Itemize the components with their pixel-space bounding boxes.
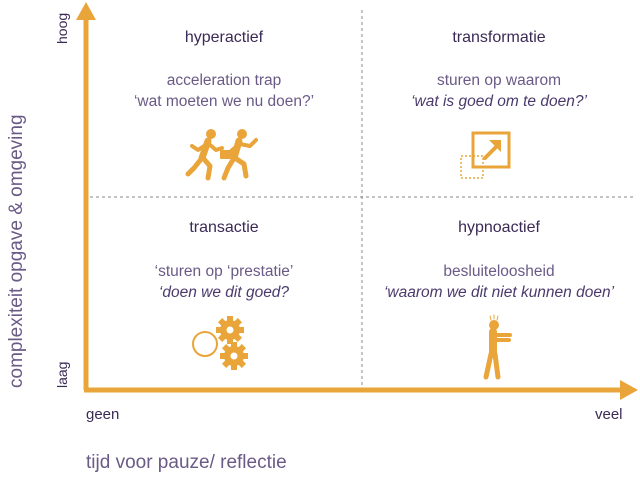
x-axis-high-label: veel [595,406,623,423]
quadrant-text-hyperactief-2: ‘wat moeten we nu doen?’ [133,93,315,110]
y-axis-arrowhead [76,2,96,20]
quadrant-text-hypnoactief-1: besluiteloosheid [443,263,555,280]
y-axis-low-label: laag [54,361,70,388]
zombie-icon [483,314,512,380]
x-axis-low-label: geen [86,406,120,423]
running-people-icon [185,129,258,181]
transform-arrow-icon [460,131,511,179]
quadrant-title-transactie: transactie [189,219,259,236]
quadrant-title-hypnoactief: hypnoactief [458,219,540,236]
y-axis-high-label: hoog [54,12,70,44]
quadrant-text-transactie-2: ‘doen we dit goed? [158,284,290,301]
x-axis-arrowhead [620,380,638,400]
quadrant-text-hypnoactief-2: ‘waarom we dit niet kunnen doen’ [383,284,615,301]
quadrant-title-transformatie: transformatie [452,29,546,46]
quadrant-title-hyperactief: hyperactief [184,29,264,46]
gears-icon [192,316,248,370]
x-axis-label: tijd voor pauze/ reflectie [86,452,287,473]
quadrant-text-hyperactief-1: acceleration trap [166,72,282,89]
quadrant-text-transformatie-1: sturen op waarom [436,72,562,89]
quadrant-text-transactie-1: ‘sturen op ‘prestatie’ [154,263,294,280]
y-axis-label: complexiteit opgave & omgeving [6,114,27,388]
quadrant-text-transformatie-2: ‘wat is goed om te doen?’ [411,93,587,110]
